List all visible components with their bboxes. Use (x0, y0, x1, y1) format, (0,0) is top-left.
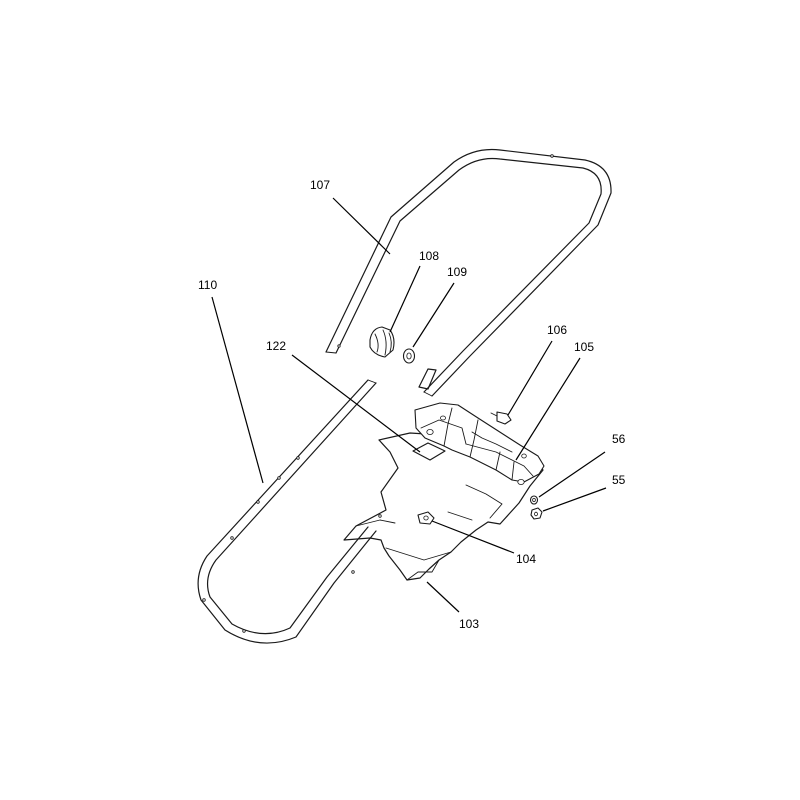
leader-lines (211, 197, 607, 613)
callout-55: 55 (612, 473, 626, 487)
knob-108 (369, 326, 395, 358)
callout-109: 109 (447, 265, 467, 279)
callout-110: 110 (198, 278, 217, 292)
decal-122 (412, 442, 446, 461)
callout-107: 107 (310, 178, 330, 192)
nut-55 (530, 507, 543, 520)
screw-106 (490, 411, 512, 425)
handle-bracket-105 (414, 402, 545, 485)
callout-104: 104 (516, 552, 536, 566)
washer-56 (529, 495, 539, 505)
callout-103: 103 (459, 617, 479, 631)
callout-122: 122 (266, 339, 286, 353)
callout-108: 108 (419, 249, 439, 263)
upper-handle-107 (325, 148, 612, 397)
leader-122 (291, 354, 421, 453)
leader-106 (507, 340, 553, 416)
lower-handle-110 (197, 379, 382, 644)
leader-108 (389, 265, 421, 333)
leader-55 (542, 487, 607, 512)
callout-105: 105 (574, 340, 594, 354)
callout-labels: 107 108 109 110 122 106 105 56 55 104 10… (198, 178, 626, 631)
washer-109 (402, 348, 416, 364)
leader-110 (211, 296, 264, 484)
leader-56 (538, 451, 606, 498)
leader-107 (332, 197, 391, 255)
leader-109 (412, 282, 455, 348)
leader-103 (426, 581, 460, 613)
bolt-104 (417, 511, 435, 525)
callout-56: 56 (612, 432, 626, 446)
callout-106: 106 (547, 323, 567, 337)
leader-105 (515, 357, 581, 461)
leader-104 (431, 520, 515, 554)
tube-insert (418, 368, 437, 390)
